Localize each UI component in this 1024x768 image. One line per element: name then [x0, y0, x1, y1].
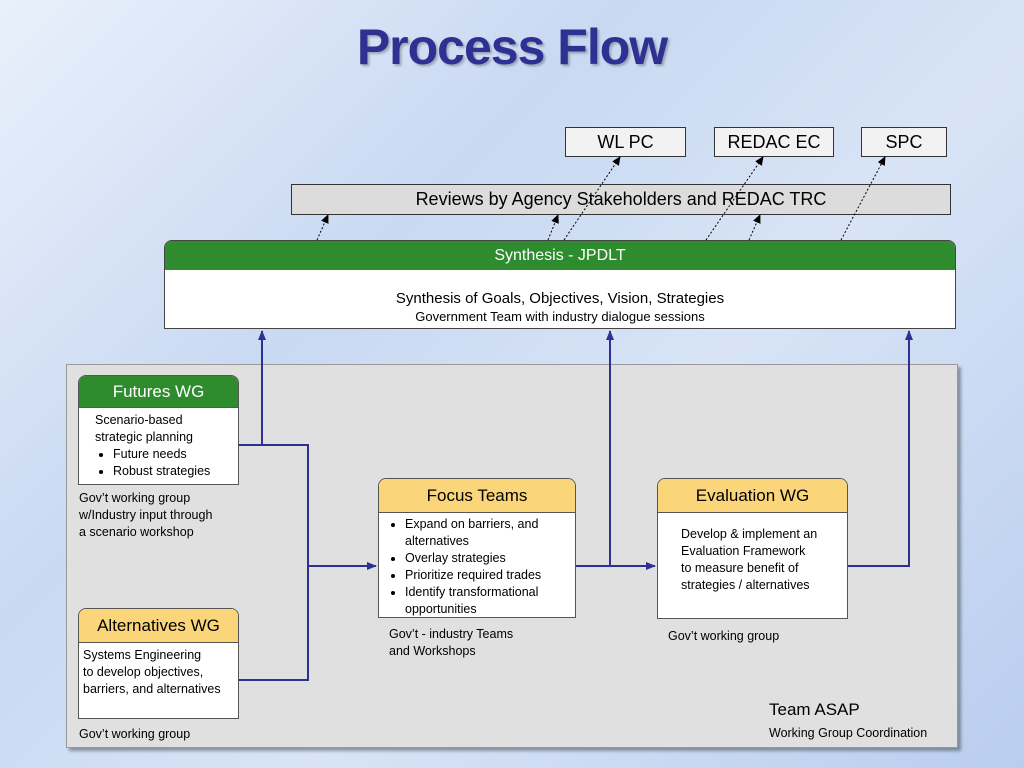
futures-note-line: Gov’t working group	[79, 491, 191, 505]
focus-note-line: and Workshops	[389, 644, 476, 658]
team-name: Team ASAP	[769, 700, 860, 719]
focus-teams-box: Focus Teams Expand on barriers, and alte…	[378, 478, 576, 618]
spc-box: SPC	[861, 127, 947, 157]
arrow-evaluation-to-synthesis	[848, 330, 913, 567]
evaluation-body-line: Develop & implement an	[681, 527, 818, 541]
dotted-arrow-reviews-3	[748, 214, 761, 241]
futures-note-line: a scenario workshop	[79, 525, 194, 539]
futures-body-line: strategic planning	[95, 430, 193, 444]
arrow-futures-to-focus	[239, 444, 377, 570]
dotted-arrow-spc	[840, 156, 886, 241]
synthesis-line1: Synthesis of Goals, Objectives, Vision, …	[395, 290, 725, 307]
synthesis-box: Synthesis - JPDLT Synthesis of Goals, Ob…	[164, 240, 956, 329]
futures-bullet: Robust strategies	[113, 463, 238, 480]
alternatives-body-line: barriers, and alternatives	[83, 682, 221, 696]
focus-bullet: Prioritize required trades	[405, 567, 575, 584]
futures-bullet: Future needs	[113, 446, 238, 463]
arrow-futures-to-synthesis	[239, 330, 266, 446]
team-subtitle: Working Group Coordination	[769, 726, 928, 740]
evaluation-body-line: strategies / alternatives	[681, 578, 810, 592]
futures-wg-header: Futures WG	[79, 376, 238, 408]
wl-pc-box: WL PC	[565, 127, 686, 157]
dotted-arrow-reviews-1	[316, 214, 329, 241]
focus-note-line: Gov’t - industry Teams	[389, 627, 514, 641]
reviews-bar: Reviews by Agency Stakeholders and REDAC…	[291, 184, 951, 215]
synthesis-header: Synthesis - JPDLT	[165, 241, 955, 270]
evaluation-note: Gov’t working group	[668, 629, 780, 643]
dotted-arrows	[316, 156, 886, 241]
focus-bullet: Expand on barriers, and alternatives	[405, 516, 545, 550]
focus-teams-header: Focus Teams	[379, 479, 575, 513]
redac-ec-box: REDAC EC	[714, 127, 834, 157]
futures-wg-box: Futures WG Scenario-based strategic plan…	[78, 375, 239, 485]
futures-note-line: w/Industry input through	[79, 508, 213, 522]
evaluation-body-line: Evaluation Framework	[681, 544, 806, 558]
evaluation-wg-box: Evaluation WG Develop & implement an Eva…	[657, 478, 848, 619]
dotted-arrow-redac-ec	[705, 156, 764, 241]
synthesis-line2: Government Team with industry dialogue s…	[415, 309, 705, 324]
dotted-arrow-wlpc	[563, 156, 621, 241]
futures-note: Gov’t working group w/Industry input thr…	[79, 490, 259, 541]
alternatives-body-line: Systems Engineering	[83, 648, 202, 662]
alternatives-note: Gov’t working group	[79, 727, 191, 741]
evaluation-body-line: to measure benefit of	[681, 561, 799, 575]
focus-note: Gov’t - industry Teams and Workshops	[389, 626, 569, 660]
alternatives-wg-box: Alternatives WG Systems Engineering to d…	[78, 608, 239, 719]
line-alternatives-to-focus	[239, 566, 309, 681]
focus-bullet: Identify transformational opportunities	[405, 584, 565, 618]
blue-flow-lines	[239, 330, 913, 681]
page-title: Process Flow	[356, 19, 668, 75]
focus-bullet: Overlay strategies	[405, 550, 575, 567]
futures-body-line: Scenario-based	[95, 413, 183, 427]
alternatives-wg-header: Alternatives WG	[79, 609, 238, 643]
evaluation-wg-header: Evaluation WG	[658, 479, 847, 513]
dotted-arrow-reviews-2	[547, 214, 559, 241]
alternatives-body-line: to develop objectives,	[83, 665, 204, 679]
